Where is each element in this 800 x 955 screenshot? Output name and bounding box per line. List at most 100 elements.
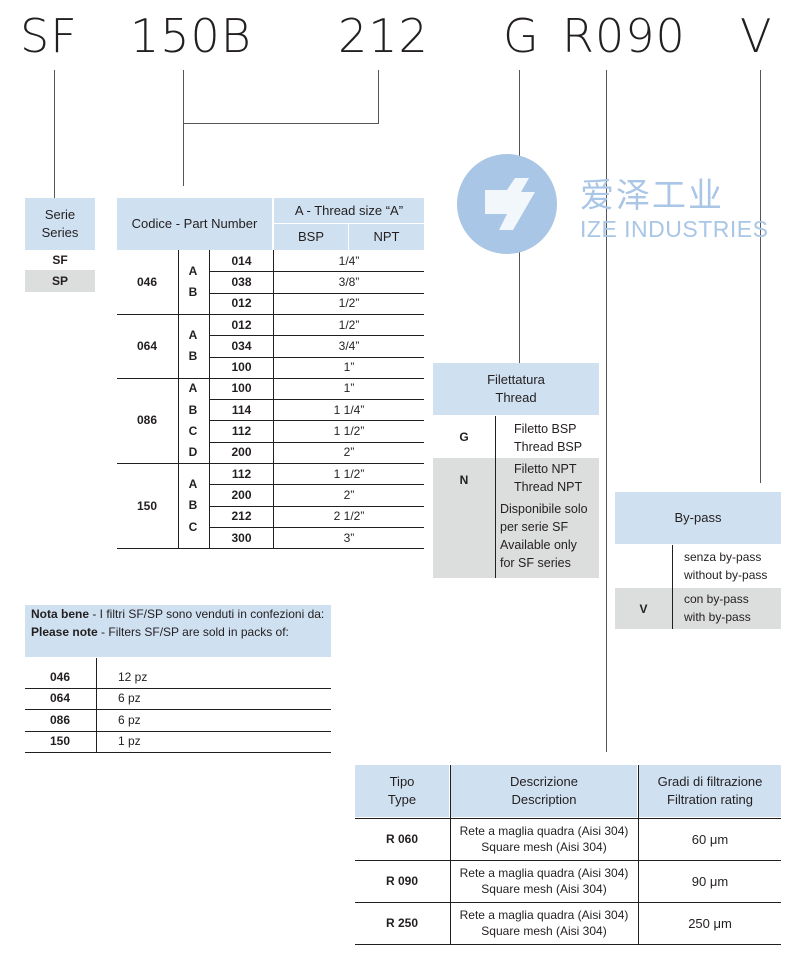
thread-size: 2”: [343, 445, 355, 460]
rating-desc: Rete a maglia quadra (Aisi 304)Square me…: [459, 824, 629, 854]
thread-g-key: G: [459, 430, 469, 444]
row-divider: [210, 335, 424, 337]
bsp-header: BSP: [274, 224, 348, 250]
thread-n-desc: Filetto NPT Thread NPT Disponibile solo …: [500, 462, 588, 570]
pack-code: 150: [49, 734, 71, 748]
thread-size: 3/4”: [338, 338, 360, 353]
pack-code: 064: [49, 691, 71, 705]
rating-row-divider: [355, 860, 781, 861]
codes-divider: [273, 250, 274, 549]
rating-value: 90 μm: [691, 873, 729, 889]
part-number: 100: [231, 360, 252, 375]
logo-cn-text: 爱泽工业: [580, 176, 724, 216]
row-divider: [210, 271, 424, 273]
group-letter: B: [188, 498, 198, 513]
pack-qty: 1 pz: [118, 734, 141, 748]
ize-logo-icon: [455, 152, 559, 256]
thread-size: 2”: [343, 487, 355, 502]
group-letter: C: [188, 423, 198, 438]
thread-header: Filettatura Thread: [433, 363, 599, 415]
rating-type: R 090: [385, 874, 419, 888]
bypass-header: By-pass: [615, 492, 781, 544]
group-code: 086: [136, 413, 158, 428]
pack-code: 046: [49, 669, 71, 684]
note-row-divider: [25, 730, 331, 732]
rating-desc: Rete a maglia quadra (Aisi 304)Square me…: [459, 908, 629, 938]
pack-code: 086: [49, 712, 71, 727]
codes-divider: [209, 250, 210, 549]
series-sp: SP: [51, 274, 68, 288]
note-row-divider: [25, 752, 331, 753]
rating-desc: Rete a maglia quadra (Aisi 304)Square me…: [459, 866, 629, 896]
part-number: 038: [231, 274, 252, 289]
group-letter: C: [188, 519, 198, 534]
note-header: Nota bene - I filtri SF/SP sono venduti …: [25, 605, 331, 657]
rating-row-divider: [355, 818, 781, 819]
part-number: 012: [231, 317, 252, 332]
group-letter: A: [188, 381, 198, 396]
codes-divider: [178, 250, 179, 549]
group-letter: B: [188, 402, 198, 417]
thread-n-bg: [433, 458, 599, 578]
bypass-divider: [672, 545, 673, 629]
series-header-en: Series: [41, 225, 79, 240]
group-letter: A: [188, 477, 198, 492]
rating-value: 250 μm: [688, 915, 732, 931]
pack-qty: 12 pz: [118, 669, 148, 684]
row-divider: [210, 526, 424, 528]
group-divider: [117, 548, 424, 550]
part-number: 300: [231, 530, 252, 545]
part-number: 112: [231, 424, 252, 439]
thread-size: 1/2”: [338, 317, 360, 332]
note-row-divider: [25, 709, 331, 710]
thread-size: 1/2”: [338, 296, 360, 311]
part-number: 212: [231, 509, 252, 524]
series-sf: SF: [52, 253, 68, 267]
group-letter: A: [188, 264, 198, 279]
rating-divider-1: [450, 765, 451, 944]
row-divider: [210, 292, 424, 294]
connector-series: [54, 70, 55, 198]
connector-size: [183, 70, 184, 186]
part-number: 034: [231, 338, 252, 353]
thread-size-header: A - Thread size “A”: [274, 198, 424, 223]
bypass-v-key: V: [639, 601, 648, 616]
connector-number: [378, 70, 379, 124]
part-number: 114: [231, 402, 252, 417]
thread-size: 1 1/2”: [333, 466, 365, 481]
series-header: Serie Series: [25, 198, 95, 250]
code-size: 150B: [130, 9, 252, 63]
group-letter: B: [188, 349, 198, 364]
logo-en-text: IZE INDUSTRIES: [580, 216, 769, 242]
thread-size: 1 1/4”: [333, 402, 365, 417]
row-divider: [210, 356, 424, 358]
npt-header: NPT: [349, 224, 424, 250]
thread-size: 1/4”: [338, 253, 360, 268]
row-divider: [210, 420, 424, 422]
group-code: 046: [136, 274, 158, 289]
group-letter: A: [188, 328, 198, 343]
part-number: 200: [231, 487, 252, 502]
bypass-v-bg: [615, 588, 781, 629]
part-number: 100: [231, 381, 252, 396]
thread-header-it: Filettatura: [487, 372, 545, 387]
thread-divider: [495, 416, 496, 578]
code-rating: R090: [562, 9, 686, 63]
row-divider: [210, 484, 424, 486]
thread-size: 3”: [343, 530, 355, 545]
row-divider: [210, 399, 424, 401]
series-sp-bg: [25, 270, 95, 292]
code-bypass: V: [740, 9, 773, 63]
group-code: 150: [136, 498, 158, 513]
thread-size: 3/8”: [338, 274, 360, 289]
thread-size: 1 1/2”: [333, 424, 365, 439]
code-thread: G: [503, 9, 540, 63]
part-number: 112: [231, 466, 252, 481]
pack-qty: 6 pz: [118, 712, 141, 727]
part-number: 200: [231, 445, 252, 460]
code-number: 212: [338, 9, 429, 63]
